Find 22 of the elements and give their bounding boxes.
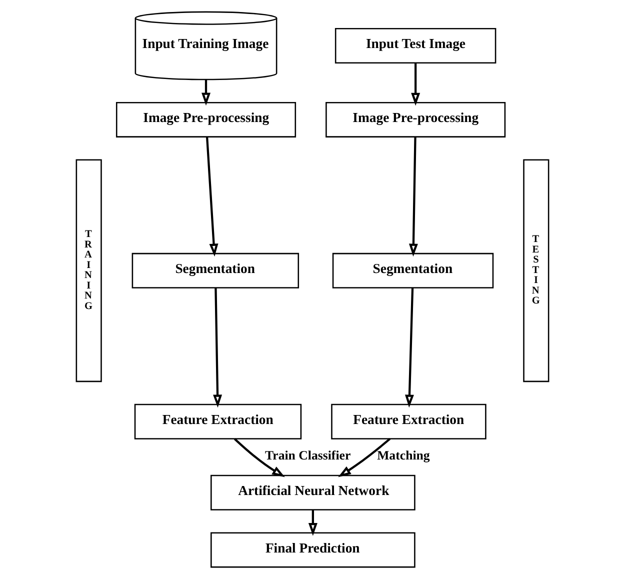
node-box: Final Prediction — [210, 532, 416, 568]
arrow — [308, 510, 318, 536]
node-box: Segmentation — [332, 252, 494, 288]
node-box: Segmentation — [132, 252, 300, 288]
node-box: Feature Extraction — [331, 404, 486, 440]
edge-label: Matching — [377, 448, 430, 462]
node-box: Image Pre-processing — [116, 102, 296, 138]
node-box: Artificial Neural Network — [210, 474, 416, 510]
node-box: Feature Extraction — [134, 404, 302, 440]
arrow — [234, 438, 285, 478]
arrow — [206, 136, 218, 257]
edge-label: Train Classifier — [265, 448, 351, 462]
arrow — [202, 80, 210, 106]
node-box: Image Pre-processing — [326, 102, 506, 138]
node-box: TRAINING — [76, 159, 102, 382]
arrow — [411, 62, 420, 106]
arrow — [338, 438, 391, 478]
arrow — [404, 288, 414, 408]
arrow — [408, 136, 418, 257]
arrow — [213, 288, 222, 408]
node-box: Input Test Image — [334, 28, 496, 64]
node-box: TESTING — [523, 159, 550, 382]
